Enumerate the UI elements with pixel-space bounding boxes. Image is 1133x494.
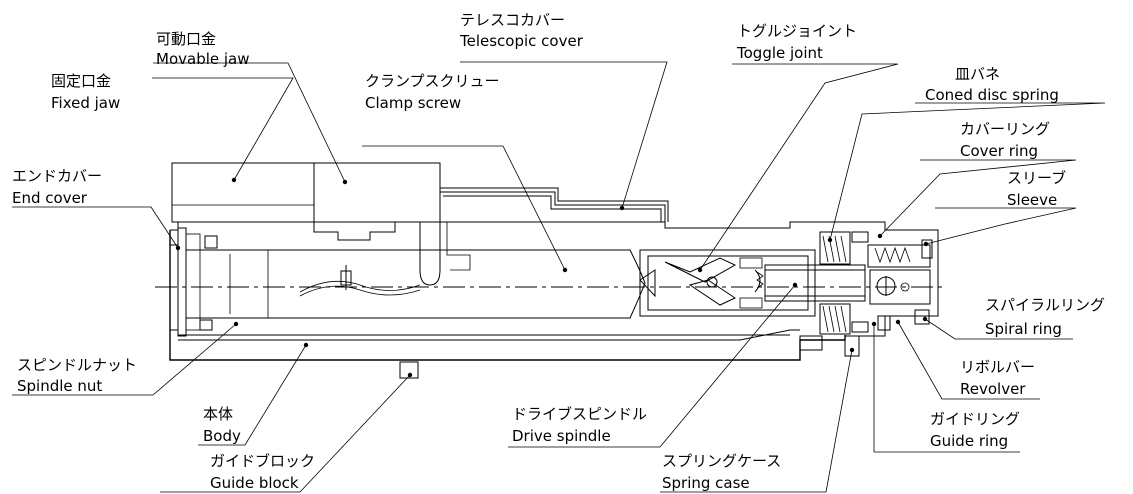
guide-block-jp: ガイドブロック	[210, 452, 315, 470]
part-labels: 可動口金 Movable jaw 固定口金 Fixed jaw テレスコカバー …	[12, 11, 1105, 492]
telescopic-cover-part	[440, 187, 669, 222]
label-drive-spindle: ドライブスピンドル Drive spindle	[512, 405, 647, 445]
sleeve-en: Sleeve	[1007, 191, 1057, 209]
clamp-screw-en: Clamp screw	[365, 94, 461, 112]
spring-case-part	[799, 335, 860, 357]
fixed-jaw-en: Fixed jaw	[51, 94, 120, 112]
label-telescopic-cover: テレスコカバー Telescopic cover	[459, 11, 584, 50]
label-revolver: リボルバー Revolver	[960, 358, 1035, 398]
label-movable-jaw: 可動口金 Movable jaw	[156, 30, 250, 68]
movable-jaw-jp: 可動口金	[156, 30, 216, 48]
spiral-ring-part	[914, 309, 930, 325]
revolver-en: Revolver	[960, 380, 1026, 398]
cover-ring-en: Cover ring	[960, 142, 1038, 160]
spindle-nut-en: Spindle nut	[17, 377, 102, 395]
label-end-cover: エンドカバー End cover	[12, 167, 102, 207]
guide-ring-jp: ガイドリング	[930, 410, 1020, 428]
spring-case-jp: スプリングケース	[662, 452, 781, 470]
telescopic-cover-jp: テレスコカバー	[460, 11, 565, 29]
label-toggle-joint: トグルジョイント Toggle joint	[736, 22, 857, 62]
toggle-joint-jp: トグルジョイント	[737, 22, 857, 40]
coned-disc-spring-jp: 皿バネ	[955, 65, 1000, 83]
label-body: 本体 Body	[203, 405, 241, 445]
body-jp: 本体	[203, 405, 233, 423]
guide-block-en: Guide block	[210, 474, 299, 492]
label-spring-case: スプリングケース Spring case	[662, 452, 781, 492]
coned-disc-spring-en: Coned disc spring	[925, 86, 1059, 104]
spiral-ring-jp: スパイラルリング	[985, 296, 1105, 314]
label-spindle-nut: スピンドルナット Spindle nut	[17, 356, 137, 395]
spring-case-en: Spring case	[662, 474, 750, 492]
body-en: Body	[203, 427, 241, 445]
label-fixed-jaw: 固定口金 Fixed jaw	[51, 72, 120, 112]
movable-jaw-en: Movable jaw	[156, 50, 250, 68]
cover-ring-part	[851, 231, 869, 333]
label-clamp-screw: クランプスクリュー Clamp screw	[365, 72, 500, 112]
spiral-ring-en: Spiral ring	[985, 320, 1062, 338]
sleeve-part	[867, 239, 933, 268]
cover-ring-jp: カバーリング	[960, 120, 1050, 138]
sleeve-jp: スリーブ	[1007, 169, 1066, 187]
fixed-jaw-jp: 固定口金	[51, 72, 111, 90]
clamp-screw-part	[186, 249, 646, 319]
label-sleeve: スリーブ Sleeve	[1007, 169, 1066, 209]
label-guide-block: ガイドブロック Guide block	[210, 452, 315, 492]
label-coned-disc-spring: 皿バネ Coned disc spring	[925, 65, 1059, 104]
revolver-jp: リボルバー	[960, 358, 1035, 376]
toggle-joint-en: Toggle joint	[736, 44, 823, 62]
toggle-joint-part	[664, 257, 764, 306]
label-cover-ring: カバーリング Cover ring	[960, 120, 1050, 160]
end-cover-jp: エンドカバー	[12, 167, 102, 185]
label-guide-ring: ガイドリング Guide ring	[930, 410, 1020, 450]
spindle-nut-part	[199, 235, 218, 331]
guide-ring-part	[877, 315, 891, 331]
body-outline	[169, 221, 939, 361]
drive-spindle-part	[639, 249, 866, 317]
coned-disc-spring-part	[819, 231, 851, 335]
end-cover-part	[177, 227, 201, 337]
label-spiral-ring: スパイラルリング Spiral ring	[985, 296, 1105, 338]
spindle-nut-jp: スピンドルナット	[17, 356, 137, 374]
telescopic-cover-en: Telescopic cover	[459, 32, 584, 50]
vise-drawing	[155, 162, 945, 379]
leader-lines	[12, 61, 1106, 493]
guide-ring-en: Guide ring	[930, 432, 1008, 450]
fixed-jaw-part	[171, 162, 315, 223]
drive-spindle-en: Drive spindle	[512, 427, 611, 445]
clamp-screw-jp: クランプスクリュー	[365, 72, 500, 90]
drive-spindle-jp: ドライブスピンドル	[512, 405, 647, 423]
guide-block-part	[399, 361, 419, 379]
movable-jaw-part	[313, 162, 471, 286]
end-cover-en: End cover	[12, 189, 88, 207]
